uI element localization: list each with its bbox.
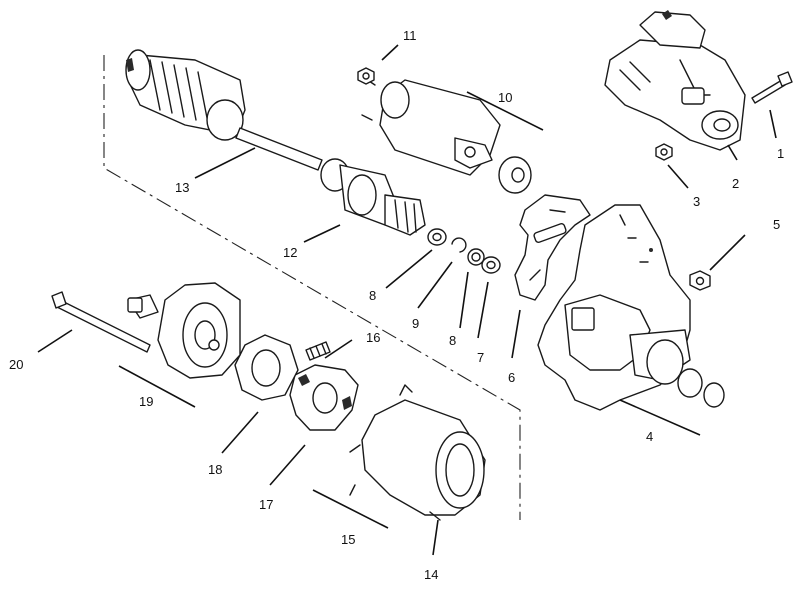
callout-14: 14 bbox=[424, 567, 438, 582]
group-outline bbox=[103, 55, 521, 520]
end-cover-part-19 bbox=[127, 282, 241, 379]
callout-labels: 1 2 3 4 5 6 7 8 8 9 10 11 12 13 14 15 16… bbox=[9, 28, 784, 582]
washer-part-7 bbox=[481, 256, 501, 274]
callout-8a: 8 bbox=[369, 288, 376, 303]
callout-9: 9 bbox=[412, 316, 419, 331]
through-bolt-part-20 bbox=[51, 291, 151, 353]
field-frame-part-14 bbox=[349, 384, 486, 521]
ring-part-9 bbox=[451, 237, 467, 253]
callout-20: 20 bbox=[9, 357, 23, 372]
callout-12: 12 bbox=[283, 245, 297, 260]
retainer-part-8b bbox=[427, 228, 447, 246]
leader-lines bbox=[37, 44, 777, 556]
solenoid-part-10 bbox=[359, 74, 532, 194]
pinion-clutch-part-12 bbox=[320, 158, 426, 236]
callout-19: 19 bbox=[139, 394, 153, 409]
callout-6: 6 bbox=[508, 370, 515, 385]
brush-part-16 bbox=[305, 341, 331, 361]
callout-2: 2 bbox=[732, 176, 739, 191]
callout-17: 17 bbox=[259, 497, 273, 512]
brush-holder-part-17 bbox=[289, 364, 359, 431]
housing-part-4 bbox=[537, 204, 725, 411]
armature-part-13 bbox=[125, 49, 323, 171]
callout-18: 18 bbox=[208, 462, 222, 477]
callout-5: 5 bbox=[773, 217, 780, 232]
callout-3: 3 bbox=[693, 194, 700, 209]
callout-1: 1 bbox=[777, 146, 784, 161]
callout-15: 15 bbox=[341, 532, 355, 547]
assembled-starter bbox=[604, 10, 746, 151]
callout-13: 13 bbox=[175, 180, 189, 195]
callout-7: 7 bbox=[477, 350, 484, 365]
plate-part-18 bbox=[234, 334, 299, 401]
bolt-part-1 bbox=[751, 71, 793, 104]
callout-16: 16 bbox=[366, 330, 380, 345]
nut-part-5 bbox=[689, 270, 711, 291]
callout-8b: 8 bbox=[449, 333, 456, 348]
callout-11: 11 bbox=[403, 28, 417, 43]
callout-10: 10 bbox=[498, 90, 512, 105]
callout-4: 4 bbox=[646, 429, 653, 444]
nut-part-3 bbox=[655, 143, 673, 161]
lever-part-6 bbox=[514, 194, 591, 301]
nut-part-11 bbox=[357, 67, 375, 85]
clip-part-8a bbox=[467, 248, 485, 266]
